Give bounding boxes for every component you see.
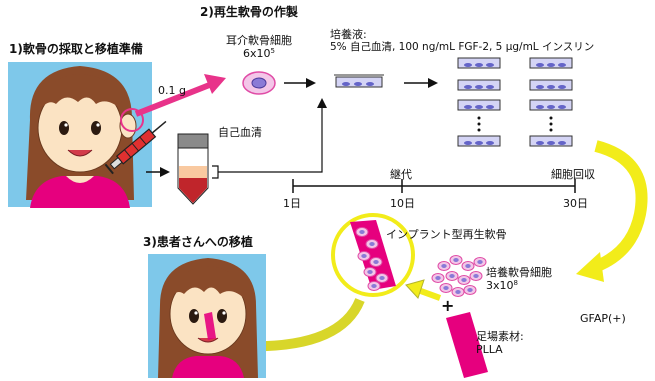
cell-icon — [365, 239, 379, 249]
biopsy-amount-label: 0.1 g — [158, 84, 186, 97]
serum-to-medium-arrow — [218, 98, 327, 173]
patient-portrait-recipient — [148, 254, 266, 378]
cell-icon — [461, 261, 475, 271]
timeline-tick-day10: 10日 — [390, 197, 415, 210]
cell-icon — [369, 257, 383, 267]
implant-type-label: インプラント型再生軟骨 — [386, 228, 507, 241]
cell-icon — [439, 283, 453, 293]
cell-icon — [449, 255, 463, 265]
medium-composition: 5% 自己血清, 100 ng/mL FGF-2, 5 μg/mL インスリン — [330, 41, 595, 53]
cell-icon — [375, 273, 389, 283]
cultured-cells-count: 3x108 — [486, 279, 552, 292]
cultured-cells-label: 培養軟骨細胞 3x108 — [486, 266, 552, 292]
timeline-tick-day1: 1日 — [283, 197, 301, 210]
plla-scaffold-icon — [446, 312, 488, 378]
cell-icon — [457, 275, 471, 285]
cell-icon — [463, 285, 477, 295]
seeding-arrow — [405, 279, 442, 301]
section-title-step2: 2)再生軟骨の作製 — [200, 5, 298, 19]
patient-portrait-donor — [8, 62, 152, 208]
syringe-icon — [104, 120, 167, 175]
auricular-cell-icon — [242, 71, 276, 95]
cell-icon — [355, 227, 369, 237]
gfap-label: GFAP(+) — [580, 312, 626, 325]
timeline-tick-day30: 30日 — [563, 197, 588, 210]
blood-tube-icon — [177, 133, 219, 205]
auricular-cells-title: 耳介軟骨細胞 — [226, 34, 292, 47]
timeline-harvest-label: 細胞回収 — [551, 168, 595, 181]
scaffold-label: 足場素材: PLLA — [476, 330, 524, 356]
plus-sign: + — [441, 296, 455, 315]
cultured-cells-count-exponent: 8 — [513, 279, 518, 287]
harvest-curved-arrow — [576, 140, 648, 282]
culture-dish-stack — [457, 57, 573, 147]
medium-title: 培養液: — [330, 28, 367, 41]
cell-icon — [437, 261, 451, 271]
cell-icon — [473, 257, 487, 267]
auricular-cells-count-exponent: 5 — [270, 47, 275, 55]
biopsy-arrow — [134, 74, 226, 117]
section-title-step1: 1)軟骨の採取と移植準備 — [9, 42, 143, 56]
implant-magnified-view — [331, 213, 415, 297]
timeline-passage-label: 継代 — [390, 168, 412, 181]
cell-icon — [445, 271, 459, 281]
culture-timeline — [292, 179, 576, 193]
cell-icon — [469, 271, 483, 281]
auricular-cells-count: 6x105 — [224, 47, 294, 60]
cell-icon — [431, 273, 445, 283]
cell-icon — [367, 281, 381, 291]
cell-icon — [357, 251, 371, 261]
section-title-step3: 3)患者さんへの移植 — [143, 235, 253, 249]
cultured-cells-title: 培養軟骨細胞 — [486, 266, 552, 279]
culture-dish-initial — [334, 74, 384, 88]
cell-icon — [363, 267, 377, 277]
scaffold-material: PLLA — [476, 343, 503, 356]
cell-icon — [451, 287, 465, 297]
cultured-cells-cluster — [431, 255, 487, 297]
auricular-cells-count-base: 6x10 — [243, 47, 271, 60]
cultured-cells-count-base: 3x10 — [486, 279, 514, 292]
autologous-serum-label: 自己血清 — [218, 126, 262, 139]
scaffold-title: 足場素材: — [476, 330, 524, 343]
auricular-cells-label: 耳介軟骨細胞 6x105 — [224, 34, 294, 60]
